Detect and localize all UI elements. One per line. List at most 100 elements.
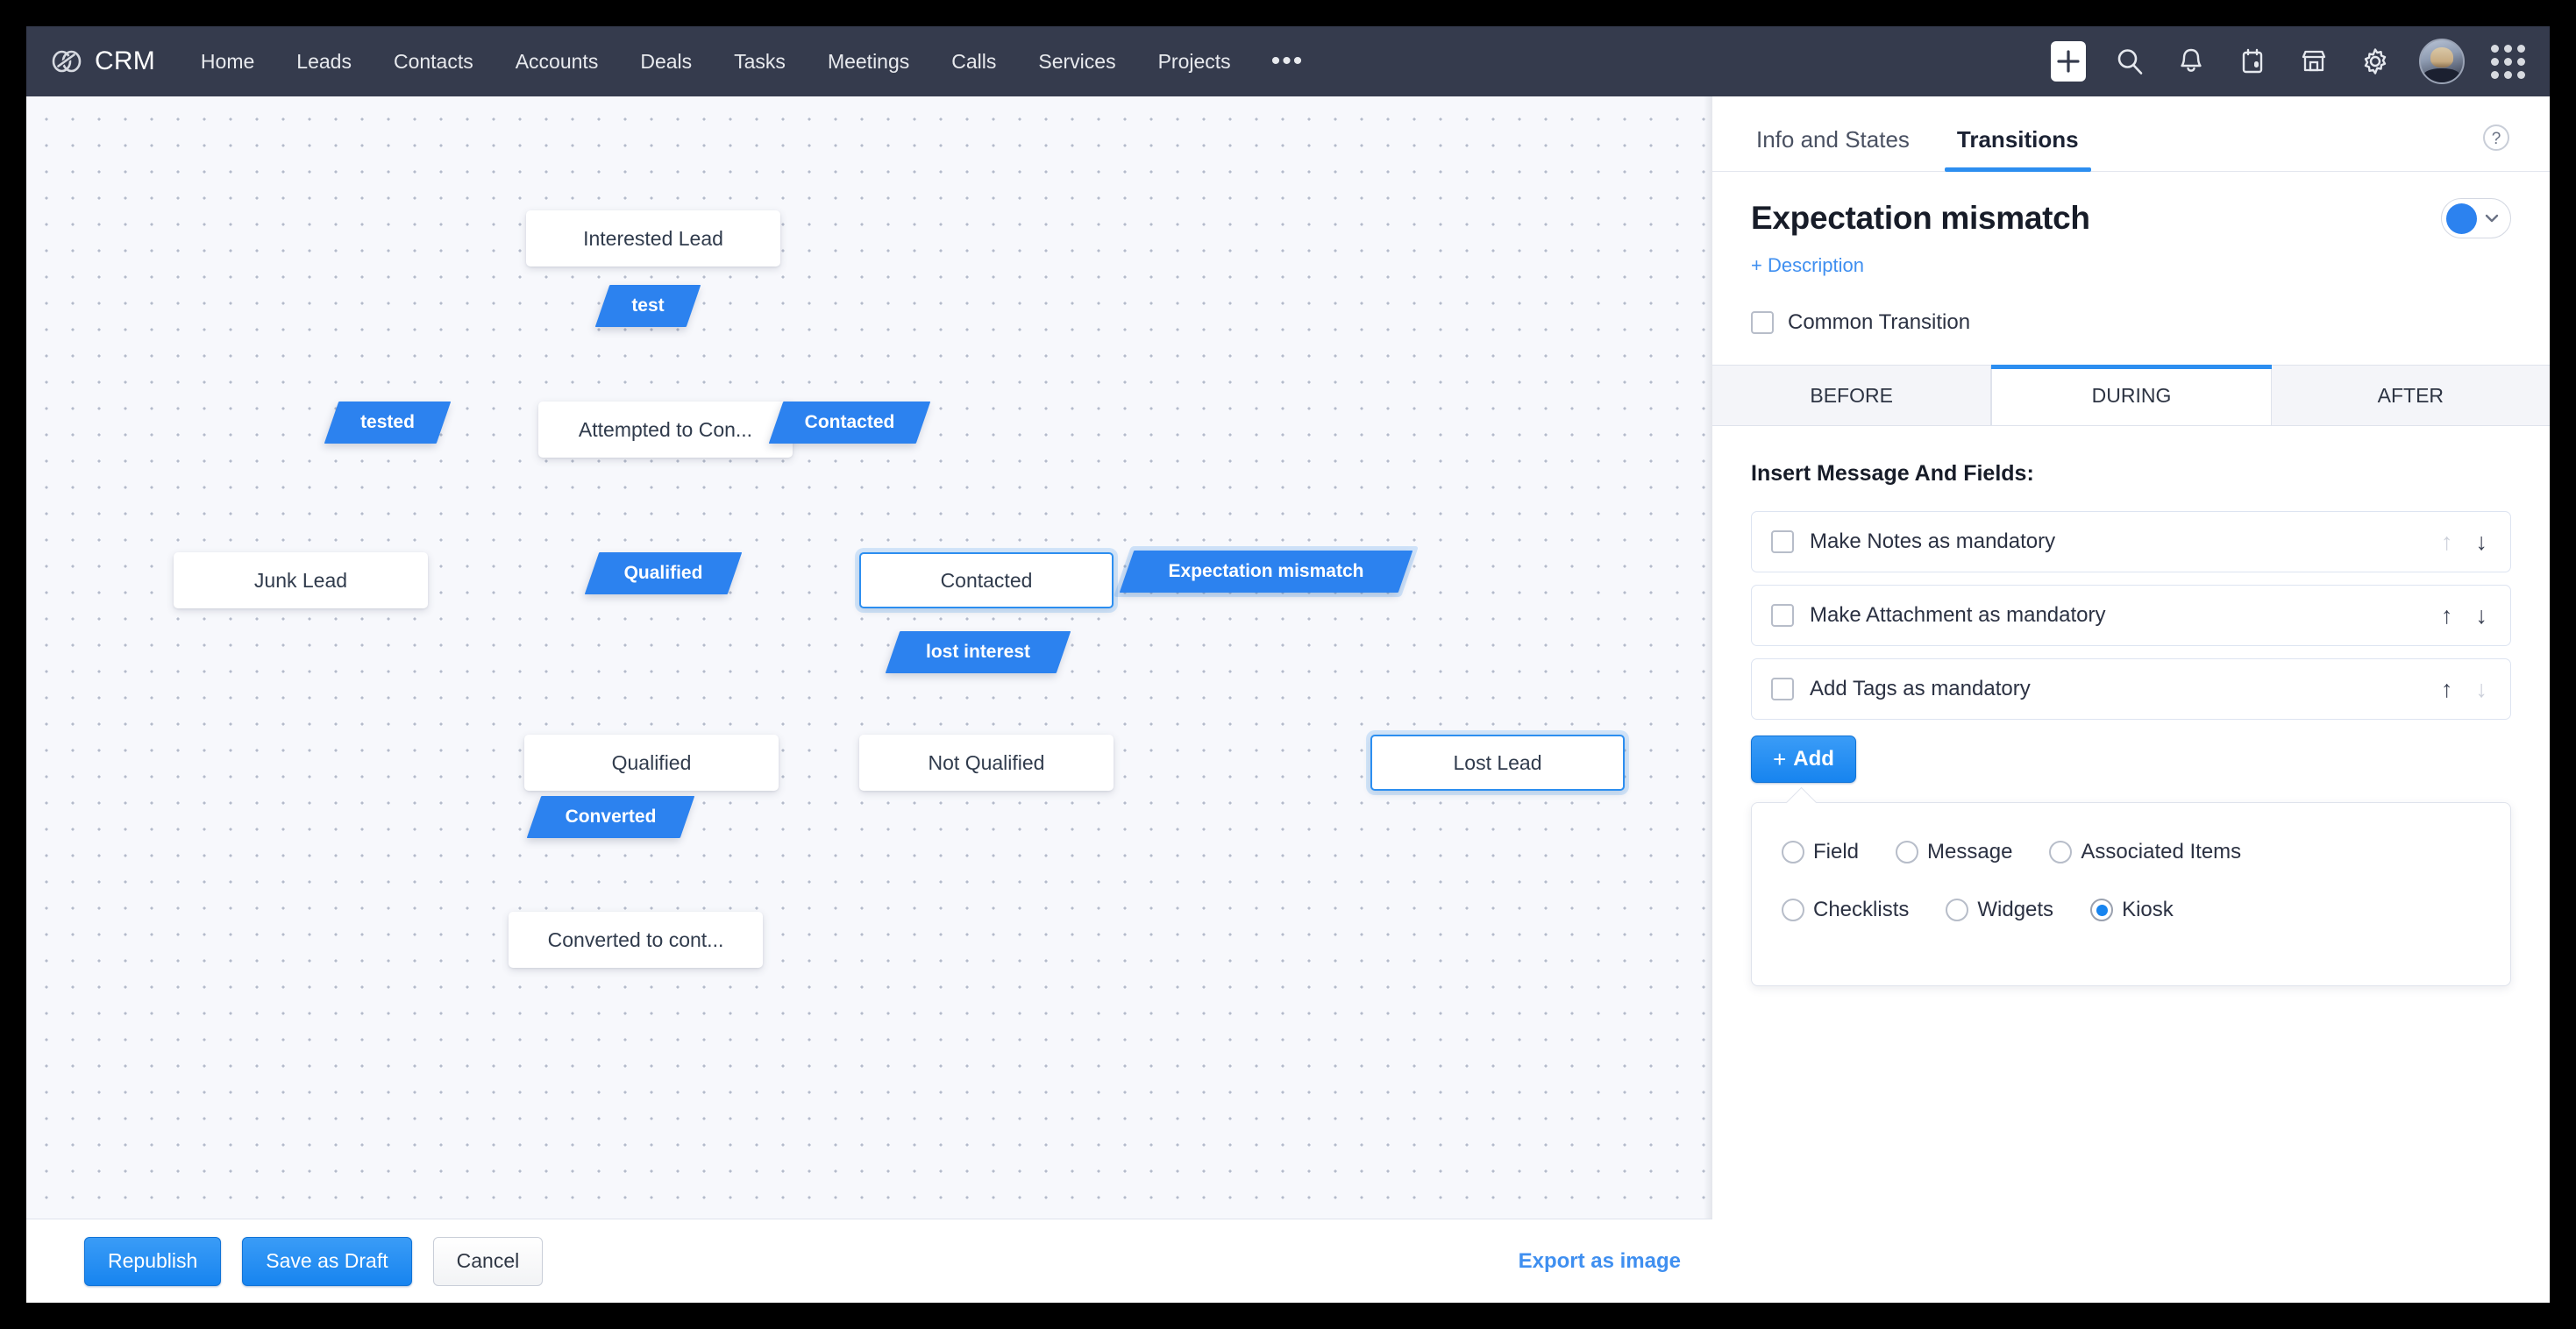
transition-node-lost-interest[interactable]: lost interest [885,631,1071,673]
list-item[interactable]: Add Tags as mandatory ↑ ↓ [1751,658,2511,720]
move-up-icon[interactable]: ↑ [2441,528,2453,555]
list-item[interactable]: Make Attachment as mandatory ↑ ↓ [1751,585,2511,646]
export-as-image-link[interactable]: Export as image [1518,1248,1681,1273]
transition-node-expectation-mismatch[interactable]: Expectation mismatch [1119,551,1413,593]
transition-node-converted[interactable]: Converted [526,796,695,838]
svg-text:?: ? [2492,130,2501,148]
radio-option-kiosk[interactable]: Kiosk [2090,898,2174,922]
panel-tabs: Info and States Transitions ? [1712,96,2550,172]
transition-label: test [631,295,665,316]
radio-option-checklists[interactable]: Checklists [1782,898,1909,922]
nav-link-home[interactable]: Home [200,50,255,73]
move-down-icon[interactable]: ↓ [2475,675,2488,702]
reorder-arrows: ↑ ↓ [2441,601,2488,629]
nav-link-tasks[interactable]: Tasks [734,50,786,73]
state-node-label: Junk Lead [253,568,348,592]
transition-details-panel: Info and States Transitions ? Expectatio… [1712,96,2550,1303]
tab-during[interactable]: DURING [1991,365,2272,425]
state-node-converted-to-contact[interactable]: Converted to cont... [509,912,763,968]
add-type-popover: Field Message Associated Items [1751,802,2511,986]
help-question-icon[interactable]: ? [2481,123,2511,157]
add-button-label: Add [1793,747,1834,771]
tab-after[interactable]: AFTER [2271,366,2550,425]
nav-link-services[interactable]: Services [1038,50,1116,73]
radio-label: Field [1813,840,1860,863]
cancel-button[interactable]: Cancel [432,1236,544,1286]
panel-title-row: Expectation mismatch [1751,198,2511,238]
save-as-draft-button[interactable]: Save as Draft [242,1236,412,1286]
add-button[interactable]: + Add [1751,736,1856,783]
add-description-link[interactable]: + Description [1751,254,1865,276]
state-node-lost-lead[interactable]: Lost Lead [1370,735,1625,791]
tab-transitions[interactable]: Transitions [1944,126,2091,172]
reorder-arrows: ↑ ↓ [2441,675,2488,702]
brand-logo[interactable]: CRM [49,44,155,79]
radio-option-field[interactable]: Field [1782,840,1859,864]
color-swatch [2446,203,2477,234]
brand-text: CRM [95,46,155,75]
gear-icon[interactable] [2358,44,2393,79]
nav-link-projects[interactable]: Projects [1157,50,1231,73]
color-picker-dropdown[interactable] [2441,198,2511,238]
page-title: Expectation mismatch [1751,200,2090,236]
crm-infinity-logo-icon [52,50,82,73]
move-down-icon[interactable]: ↓ [2475,601,2488,629]
nav-right-icons [2051,39,2525,84]
radio-option-associated-items[interactable]: Associated Items [2049,840,2241,864]
nav-link-meetings[interactable]: Meetings [827,50,910,73]
bell-icon[interactable] [2174,44,2209,79]
nav-link-contacts[interactable]: Contacts [393,50,473,73]
nav-more-menu[interactable]: ••• [1270,46,1305,75]
application-window: CRM Home Leads Contacts Accounts Deals T… [26,26,2550,1303]
state-node-qualified[interactable]: Qualified [524,735,779,791]
transition-node-tested[interactable]: tested [324,402,452,444]
radio-label: Message [1927,840,2013,863]
radio-option-message[interactable]: Message [1896,840,2012,864]
nav-link-accounts[interactable]: Accounts [515,50,599,73]
reorder-arrows: ↑ ↓ [2441,528,2488,555]
state-node-label: Interested Lead [583,226,723,250]
common-transition-checkbox[interactable] [1751,311,1774,334]
main-body: Interested Lead Attempted to Con... Junk… [26,96,2550,1303]
state-node-attempted-to-contact[interactable]: Attempted to Con... [538,402,793,458]
blueprint-canvas-column: Interested Lead Attempted to Con... Junk… [26,96,1712,1303]
apps-grid-icon[interactable] [2491,44,2525,79]
move-up-icon[interactable]: ↑ [2441,675,2453,702]
tab-before[interactable]: BEFORE [1712,366,1992,425]
state-node-label: Not Qualified [928,750,1045,774]
common-transition-checkbox-row[interactable]: Common Transition [1751,310,2511,365]
field-checkbox[interactable] [1771,678,1794,700]
radio-icon [1896,841,1919,863]
blueprint-canvas[interactable]: Interested Lead Attempted to Con... Junk… [26,96,1712,1219]
state-node-contacted[interactable]: Contacted [859,552,1114,608]
nav-link-calls[interactable]: Calls [951,50,997,73]
nav-links: Home Leads Contacts Accounts Deals Tasks… [180,26,1323,96]
flow-edges [26,96,289,228]
nav-link-leads[interactable]: Leads [296,50,352,73]
list-item[interactable]: Make Notes as mandatory ↑ ↓ [1751,511,2511,572]
transition-node-qualified[interactable]: Qualified [584,552,743,594]
radio-label: Kiosk [2122,898,2174,921]
tab-info-and-states[interactable]: Info and States [1756,126,1910,153]
radio-label: Widgets [1977,898,2054,921]
field-checkbox[interactable] [1771,604,1794,627]
field-checkbox[interactable] [1771,530,1794,553]
republish-button[interactable]: Republish [84,1236,222,1286]
radio-icon [1946,899,1969,921]
plus-icon[interactable] [2051,41,2086,82]
calendar-icon[interactable] [2235,44,2270,79]
search-icon[interactable] [2112,44,2147,79]
transition-node-contacted[interactable]: Contacted [768,402,931,444]
canvas-edge-shadow [1704,96,1712,1219]
nav-link-deals[interactable]: Deals [640,50,693,73]
radio-option-widgets[interactable]: Widgets [1946,898,2053,922]
transition-node-test[interactable]: test [594,285,701,327]
state-node-not-qualified[interactable]: Not Qualified [859,735,1114,791]
avatar[interactable] [2419,39,2465,84]
marketplace-store-icon[interactable] [2296,44,2331,79]
plus-icon: + [1773,745,1787,772]
state-node-interested-lead[interactable]: Interested Lead [526,210,780,267]
move-up-icon[interactable]: ↑ [2441,601,2453,629]
move-down-icon[interactable]: ↓ [2475,528,2488,555]
state-node-junk-lead[interactable]: Junk Lead [174,552,428,608]
